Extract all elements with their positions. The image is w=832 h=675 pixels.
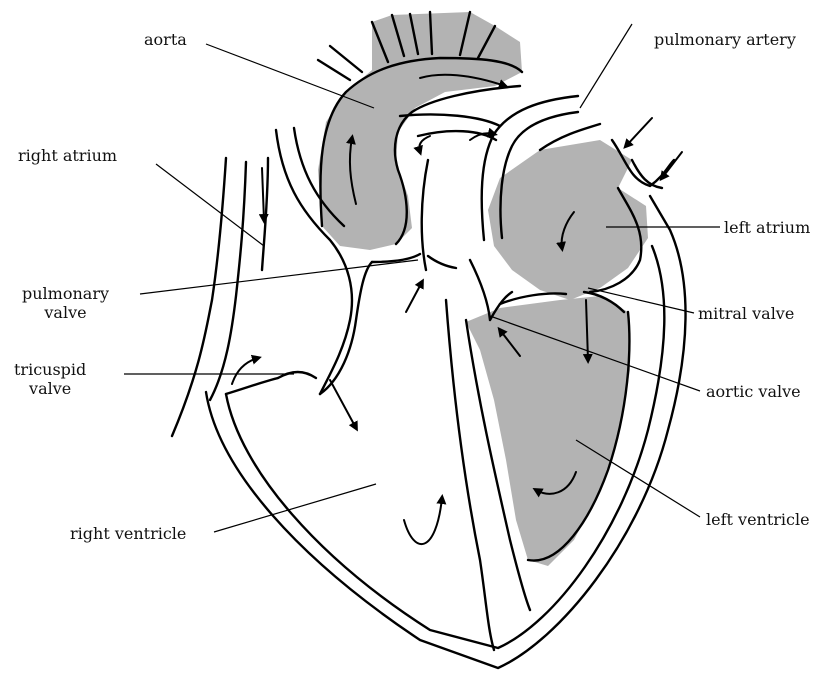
label-pulmonary-valve: pulmonary valve	[22, 284, 109, 322]
label-pulmonary-valve-line2: valve	[22, 303, 109, 322]
right-ventricle-top	[320, 262, 372, 394]
tricuspid-valve-shape	[278, 372, 316, 378]
arrow-pv-up	[406, 282, 422, 312]
label-right-ventricle: right ventricle	[70, 524, 186, 543]
vena-cava-outer	[172, 158, 226, 436]
leader-pulmonary-artery	[580, 24, 632, 108]
aorta-left-branch	[318, 46, 362, 80]
arrow-vein-2	[662, 152, 682, 178]
label-aortic-valve: aortic valve	[706, 382, 801, 401]
arrow-ra-in	[232, 358, 258, 384]
leader-right-atrium	[156, 164, 264, 246]
label-pulmonary-valve-line1: pulmonary	[22, 284, 109, 303]
label-left-atrium: left atrium	[724, 218, 810, 237]
arrow-pa-left	[419, 136, 430, 152]
pulmonary-artery-right	[400, 114, 500, 140]
leader-right-ventricle	[214, 484, 376, 532]
label-right-atrium: right atrium	[18, 146, 117, 165]
label-tricuspid-valve-line2: valve	[14, 379, 86, 398]
label-mitral-valve: mitral valve	[698, 304, 794, 323]
arrow-rv-down	[330, 380, 356, 428]
leader-aorta	[206, 44, 374, 108]
arrow-rv-up	[404, 498, 442, 544]
label-tricuspid-valve-line1: tricuspid	[14, 360, 86, 379]
arrow-ra-down	[262, 168, 264, 220]
label-tricuspid-valve: tricuspid valve	[14, 360, 86, 398]
pulmonary-trunk	[422, 160, 428, 270]
arrow-vein-1	[626, 118, 652, 146]
label-left-ventricle: left ventricle	[706, 510, 810, 529]
label-pulmonary-artery: pulmonary artery	[654, 30, 796, 49]
leader-pulmonary-valve	[140, 260, 418, 294]
label-aorta: aorta	[144, 30, 187, 49]
